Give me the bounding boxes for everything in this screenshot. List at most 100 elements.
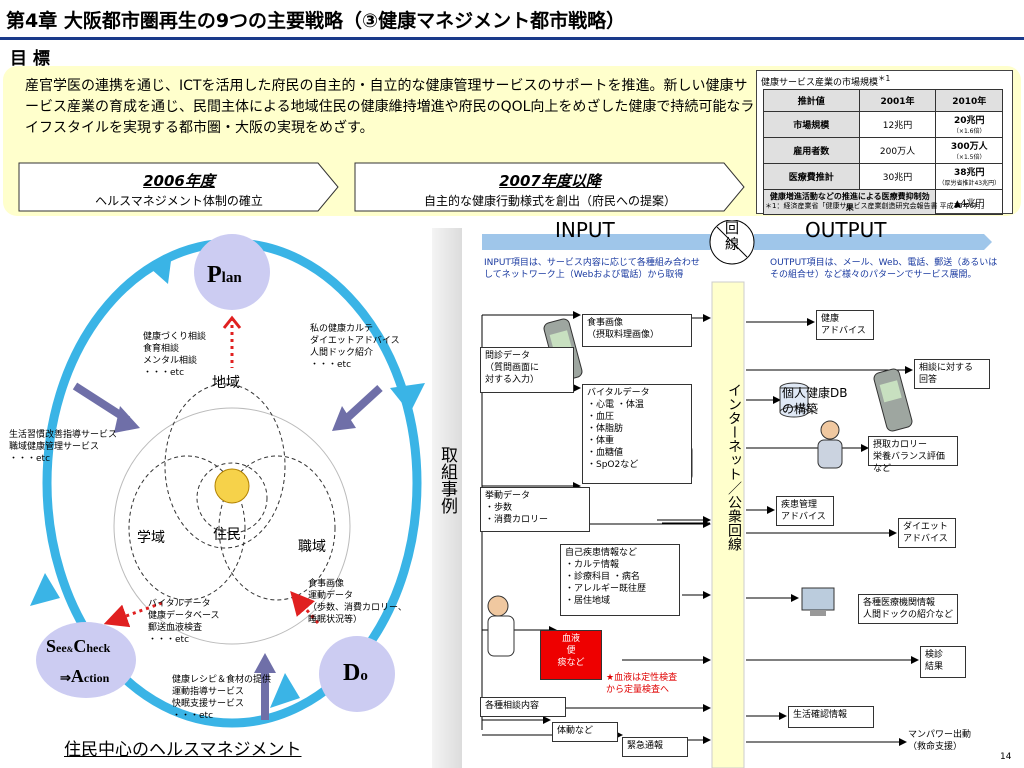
plan-node xyxy=(194,234,270,310)
cycle-arrow-icon xyxy=(270,673,300,708)
output-label: OUTPUT xyxy=(805,218,887,242)
work-ring xyxy=(218,455,336,601)
computer-icon xyxy=(801,587,835,616)
action-label: ⇒Action xyxy=(60,666,110,686)
body-motion-box: 体動など xyxy=(552,722,618,742)
timeline-2006-year: 2006年度 xyxy=(143,172,215,190)
table-cell: 300万人（×1.5倍） xyxy=(935,137,1003,164)
row-label: 医療費推計 xyxy=(763,163,860,190)
page-title: 第4章 大阪都市圏再生の9つの主要戦略（③健康マネジメント都市戦略） xyxy=(6,10,626,32)
input-band xyxy=(482,234,718,250)
table-row: 雇用者数 200万人 300万人（×1.5倍） xyxy=(763,137,1003,164)
table-cell: 30兆円 xyxy=(858,163,937,190)
examples-label: 取組事例 xyxy=(437,446,457,514)
resident-ring xyxy=(196,462,268,534)
market-note: ＊1：経済産業省「健康サービス産業創造研究会報告書 平成15年6月」 xyxy=(765,202,989,210)
life-check-box: 生活確認情報 xyxy=(788,706,874,728)
network-bar xyxy=(711,281,745,768)
row-label: 健康増進活動などの推進による医療費抑制効果 xyxy=(762,189,937,215)
outer-circle xyxy=(113,407,351,645)
activity-data-box: 挙動データ・歩数・消費カロリー xyxy=(480,487,590,532)
input-arrow-icon xyxy=(342,385,383,423)
emergency-box: 緊急通報 xyxy=(622,737,688,757)
input-label: INPUT xyxy=(555,218,615,242)
flow-diagram xyxy=(481,220,992,768)
table-cell: 20兆円（×1.6倍） xyxy=(935,111,1003,138)
work-label: 職域 xyxy=(298,539,326,555)
health-advice-box: 健康アドバイス xyxy=(816,310,874,340)
timeline-2007: 2007年度以降 自主的な健康行動様式を創出（府民への提案） xyxy=(354,162,746,212)
output-desc: OUTPUT項目は、メール、Web、電話、郵送（あるいはその組合せ）など様々のパ… xyxy=(770,258,998,280)
table-cell: 38兆円（厚労省推計43兆円） xyxy=(935,163,1003,190)
timeline-2007-year: 2007年度以降 xyxy=(499,172,601,190)
page-number: 14 xyxy=(1000,752,1012,762)
market-size-panel: 健康サービス産業の市場規模＊1 推計値 2001年 2010年 市場規模 12兆… xyxy=(756,70,1013,215)
pdca-diagram xyxy=(30,234,425,728)
title-rule xyxy=(0,37,1024,40)
output-band xyxy=(754,234,992,250)
timeline-2006: 2006年度 ヘルスマネジメント体制の確立 xyxy=(18,162,340,212)
row-label: 市場規模 xyxy=(763,111,860,138)
table-header-cell: 2010年 xyxy=(935,89,1003,112)
database-icon xyxy=(779,382,809,418)
table-row: 市場規模 12兆円 20兆円（×1.6倍） xyxy=(763,111,1003,138)
meal-image-box: 食事画像（摂取料理画像） xyxy=(582,314,692,347)
divider xyxy=(432,228,462,768)
manpower-label: マンパワー出動（救命支援） xyxy=(908,730,972,752)
cycle-arrow-icon xyxy=(390,383,425,413)
network-label: インターネット／公衆回線 xyxy=(726,383,742,551)
timeline-2007-desc: 自主的な健康行動様式を創出（府民への提案） xyxy=(423,194,676,208)
table-cell: 200万人 xyxy=(858,137,937,164)
vital-data-box: バイタルデータ・心電 ・体温・血圧・体脂肪・体重・血糖値・SpO2など xyxy=(582,384,692,484)
see-check-label: See&Check xyxy=(46,636,111,656)
market-table: 推計値 2001年 2010年 市場規模 12兆円 20兆円（×1.6倍） 雇用… xyxy=(762,89,1003,215)
notes-top-left: 健康づくり相談食育相談メンタル相談・・・etc xyxy=(143,332,207,378)
calorie-eval-box: 摂取カロリー栄養バランス評価など xyxy=(868,436,958,474)
goal-label: 目 標 xyxy=(10,49,50,69)
row-label: 雇用者数 xyxy=(763,137,860,164)
table-header-cell: 2001年 xyxy=(858,89,937,112)
blood-sample-box: 血液便痰など xyxy=(540,630,602,680)
line-slash xyxy=(716,226,748,258)
diet-advice-box: ダイエットアドバイス xyxy=(898,518,956,548)
resident-label: 住民 xyxy=(213,527,241,543)
input-arrow-icon xyxy=(332,406,356,431)
notes-bottom-center: 健康レシピ＆食材の提供運動指導サービス快眠支援サービス・・・etc xyxy=(172,675,272,721)
do-link xyxy=(290,590,320,624)
table-cell: 12兆円 xyxy=(858,111,937,138)
timeline-2006-desc: ヘルスマネジメント体制の確立 xyxy=(95,194,263,208)
input-desc: INPUT項目は、サービス内容に応じて各種組み合わせしてネットワーク上（Webお… xyxy=(484,258,700,280)
blood-note: ★血液は定性検査から定量検査へ xyxy=(606,673,678,695)
region-label: 地域 xyxy=(212,375,240,391)
cycle-arrow-icon xyxy=(150,253,172,284)
table-row: 医療費推計 30兆円 38兆円（厚労省推計43兆円） xyxy=(763,163,1003,190)
disease-info-box: 自己疾患情報など・カルテ情報・診療科目 ・病名・アレルギー既往歴・居住地域 xyxy=(560,544,680,616)
notes-bottom-left: バイタルデータ健康データベース郵送血液検査・・・etc xyxy=(148,599,220,645)
school-label: 学域 xyxy=(137,530,165,546)
school-ring xyxy=(128,455,246,601)
do-node xyxy=(319,636,395,712)
answer-box: 相談に対する回答 xyxy=(914,359,990,389)
interview-data-box: 問診データ（質問画面に対する入力） xyxy=(480,347,574,393)
phone-icon xyxy=(873,368,913,432)
exam-result-box: 検診結果 xyxy=(920,646,966,678)
notes-left: 生活習慣改善指導サービス職域健康管理サービス・・・etc xyxy=(9,430,118,464)
do-label: Do xyxy=(343,660,368,686)
resident-icon xyxy=(214,468,250,504)
patient-icon xyxy=(487,595,515,657)
medical-info-box: 各種医療機関情報人間ドックの紹介など xyxy=(858,594,958,624)
table-row: 推計値 2001年 2010年 xyxy=(763,89,1003,112)
disease-mgmt-box: 疾患管理アドバイス xyxy=(776,496,834,526)
table-header-cell: 推計値 xyxy=(763,89,860,112)
footer-title: 住民中心のヘルスマネジメント xyxy=(64,740,302,760)
see-link xyxy=(103,601,163,628)
market-title: 健康サービス産業の市場規模＊1 xyxy=(761,74,891,88)
see-check-node xyxy=(36,622,136,698)
table-row: 健康増進活動などの推進による医療費抑制効果 ▲4兆円 xyxy=(762,189,1003,215)
region-ring xyxy=(164,383,286,549)
cycle-arrow-icon xyxy=(30,573,60,606)
red-arrowhead-icon xyxy=(222,315,242,329)
notes-bottom-right: 食事画像運動データ（歩数、消費カロリー、睡眠状況等） xyxy=(308,579,407,625)
table-cell: ▲4兆円 xyxy=(935,189,1003,215)
